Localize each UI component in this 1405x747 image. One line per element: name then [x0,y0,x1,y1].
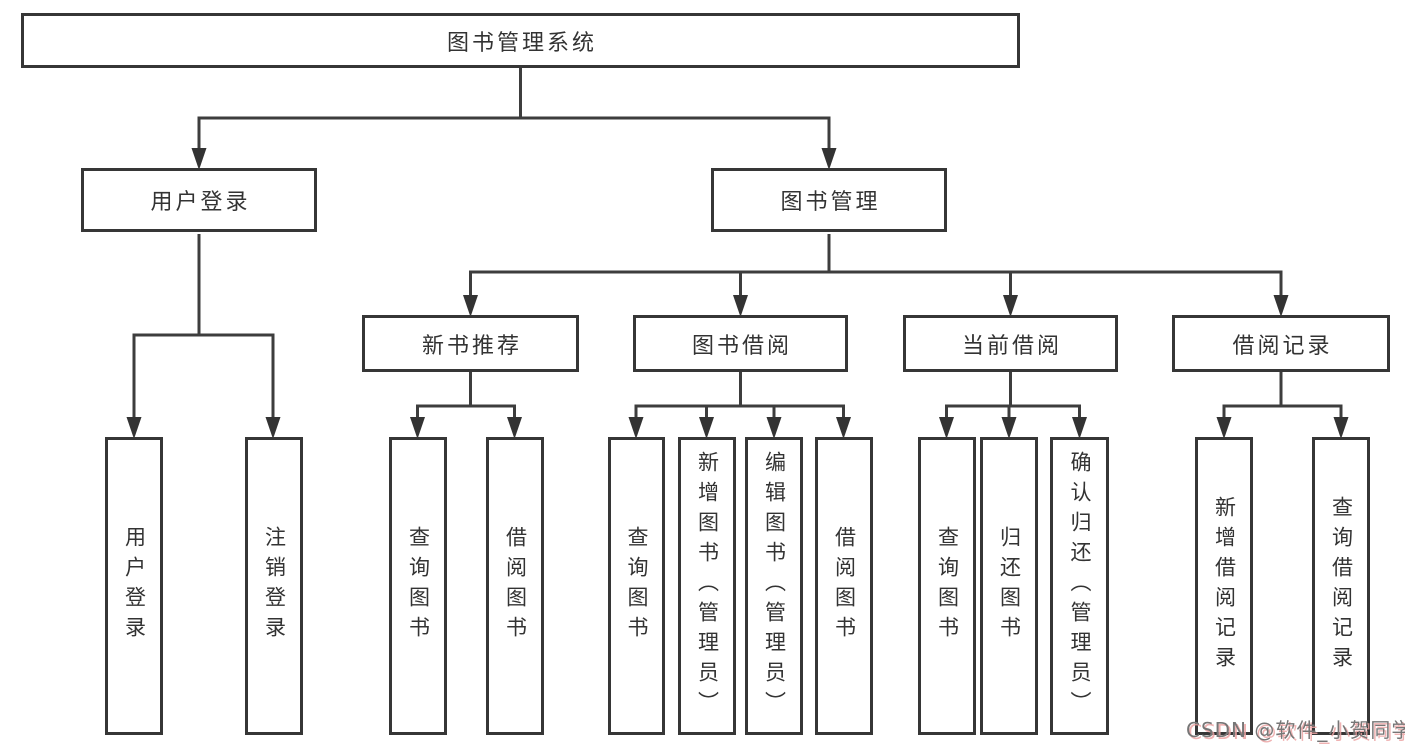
csdn-watermark: CSDN @软件_小贺同学 [1186,718,1405,742]
node-new-book-recommend: 新书推荐 [362,315,579,372]
leaf-query-borrow-record: 查询借阅记录 [1312,437,1370,735]
node-borrow-records: 借阅记录 [1172,315,1390,372]
node-label: 图书管理 [780,190,881,215]
node-label: 查询图书 [625,526,649,646]
leaf-query-books-current: 查询图书 [918,437,976,735]
node-user-login: 用户登录 [81,168,317,232]
node-label: 借阅记录 [1232,333,1333,359]
node-label: 查询图书 [935,526,960,646]
node-label: 新增图书（管理员） [695,451,720,721]
leaf-add-borrow-record: 新增借阅记录 [1195,437,1253,735]
node-label: 查询图书 [406,526,431,646]
leaf-query-books-recommend: 查询图书 [389,437,447,735]
node-label: 新书推荐 [421,333,522,359]
node-library-system: 图书管理系统 [21,13,1020,68]
leaf-add-book-admin: 新增图书（管理员） [678,437,736,735]
node-label: 借阅图书 [832,526,857,646]
leaf-query-books-borrow: 查询图书 [608,437,665,735]
node-label: 用户登录 [150,190,251,215]
node-book-borrow: 图书借阅 [633,315,848,372]
node-label: 借阅图书 [503,526,528,646]
leaf-borrow-books: 借阅图书 [815,437,873,735]
node-label: 注销登录 [262,526,287,646]
node-label: 归还图书 [997,526,1022,646]
node-label: 用户登录 [122,526,147,646]
node-label: 图书管理系统 [446,30,597,56]
node-label: 确认归还（管理员） [1068,451,1092,721]
leaf-return-book: 归还图书 [980,437,1038,735]
node-label: 当前借阅 [961,333,1062,359]
leaf-borrow-books-recommend: 借阅图书 [486,437,544,735]
leaf-logout-login: 注销登录 [245,437,303,735]
leaf-confirm-return-admin: 确认归还（管理员） [1050,437,1109,735]
node-book-management: 图书管理 [711,168,947,232]
node-label: 查询借阅记录 [1329,496,1354,676]
leaf-edit-book-admin: 编辑图书（管理员） [745,437,803,735]
node-label: 图书借阅 [691,333,792,359]
node-current-borrow: 当前借阅 [903,315,1118,372]
node-label: 编辑图书（管理员） [762,451,787,721]
node-label: 新增借阅记录 [1212,496,1237,676]
leaf-user-login: 用户登录 [105,437,163,735]
